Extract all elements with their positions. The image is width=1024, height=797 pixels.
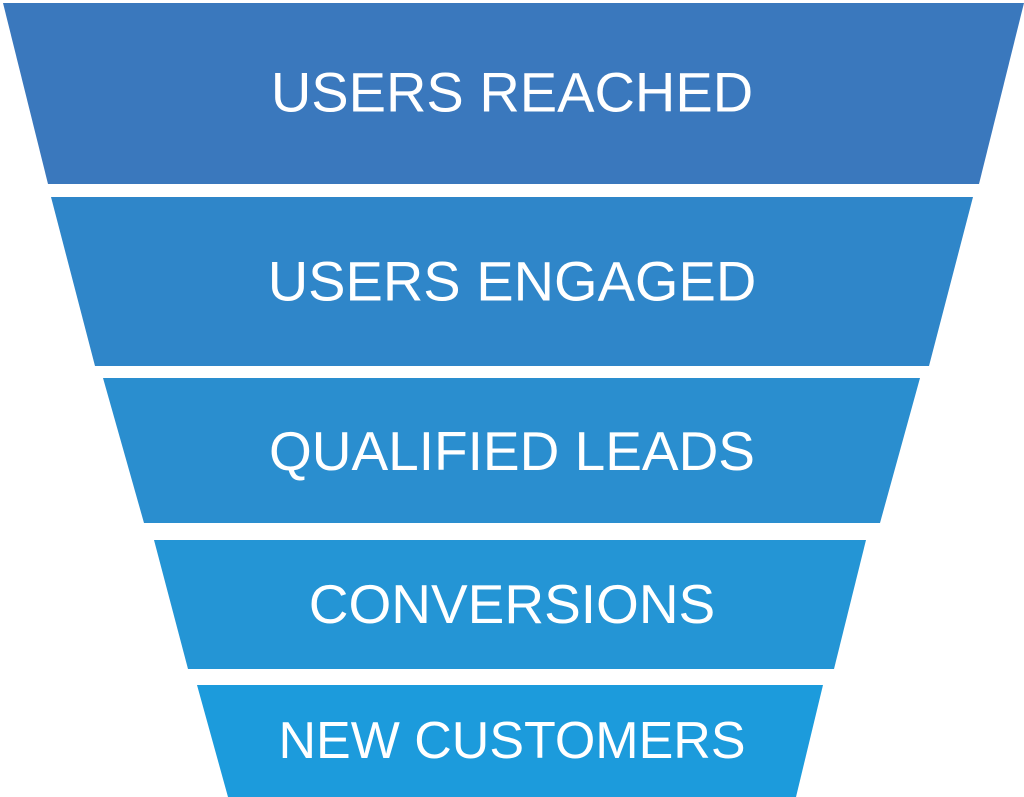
stage-label: CONVERSIONS	[309, 573, 715, 635]
stage-label: USERS REACHED	[271, 61, 753, 124]
stage-label: NEW CUSTOMERS	[278, 712, 745, 770]
funnel-stage-conversions: CONVERSIONS	[154, 540, 866, 669]
funnel-stage-new-customers: NEW CUSTOMERS	[197, 685, 823, 797]
funnel-stage-qualified-leads: QUALIFIED LEADS	[103, 378, 920, 523]
stage-segment	[197, 685, 823, 797]
stage-segment	[103, 378, 920, 523]
stage-segment	[154, 540, 866, 669]
funnel-stage-users-reached: USERS REACHED	[3, 3, 1024, 184]
funnel-stage-users-engaged: USERS ENGAGED	[51, 197, 973, 366]
stage-segment	[51, 197, 973, 366]
stage-label: QUALIFIED LEADS	[269, 420, 755, 482]
stage-segment	[3, 3, 1024, 184]
stage-label: USERS ENGAGED	[268, 250, 757, 313]
